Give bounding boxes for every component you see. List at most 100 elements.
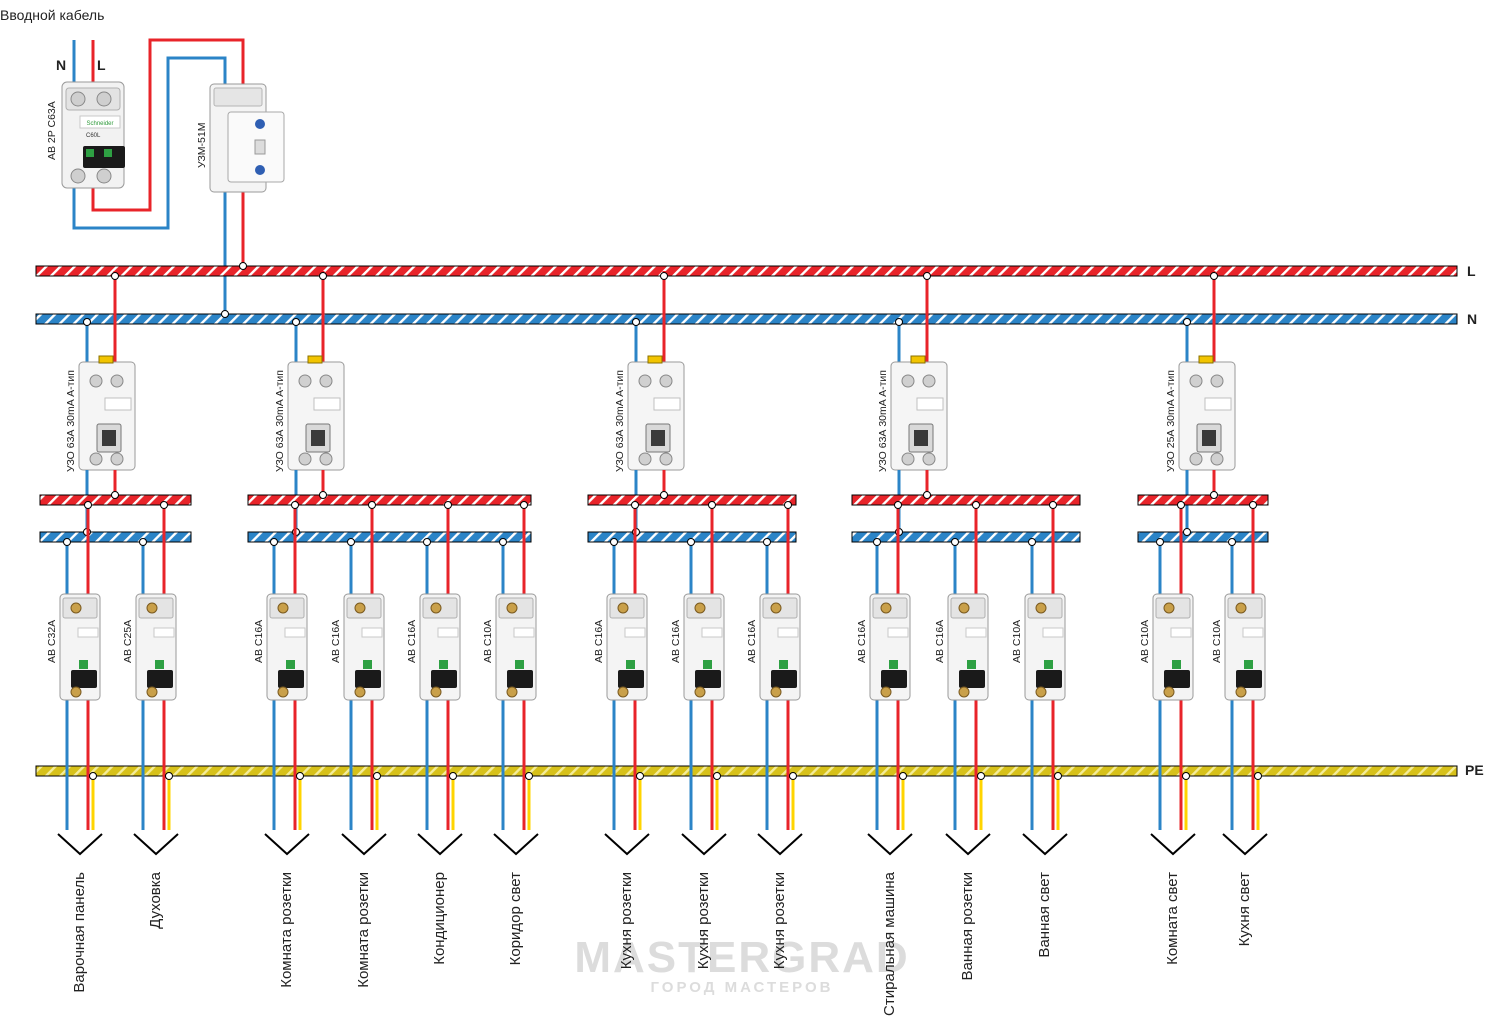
breaker-indicator xyxy=(779,660,788,669)
terminal-screw-icon xyxy=(1163,686,1175,698)
breaker-indicator xyxy=(967,660,976,669)
junction-dot xyxy=(160,501,168,509)
junction-dot xyxy=(139,538,147,546)
terminal-screw-icon xyxy=(770,686,782,698)
junction-dot xyxy=(1183,528,1191,536)
main-breaker-brand: Schneider xyxy=(86,121,113,127)
breaker-nameplate xyxy=(1170,627,1192,638)
group-n-bus xyxy=(1137,531,1269,543)
breaker-device xyxy=(135,593,177,701)
output-arrow-icon xyxy=(341,833,387,856)
rcd-body xyxy=(627,361,685,471)
terminal-screw-icon xyxy=(110,452,124,466)
terminal-screw-icon xyxy=(430,602,442,614)
group-l-bus xyxy=(587,494,797,506)
terminal-screw-icon xyxy=(277,602,289,614)
l-bus-label: L xyxy=(1467,263,1476,279)
breaker-indicator xyxy=(515,660,524,669)
breaker-device xyxy=(266,593,308,701)
rcd-nameplate xyxy=(1204,397,1232,411)
junction-dot xyxy=(636,772,644,780)
load-label: Духовка xyxy=(147,871,164,929)
breaker-indicator xyxy=(79,660,88,669)
terminal-screw-icon xyxy=(89,374,103,388)
junction-dot xyxy=(1254,772,1262,780)
junction-dot xyxy=(660,491,668,499)
terminal-screw-icon xyxy=(922,374,936,388)
junction-dot xyxy=(499,538,507,546)
junction-dot xyxy=(610,538,618,546)
breaker-toggle xyxy=(618,670,644,688)
load-label: Ванная свет xyxy=(1036,872,1053,958)
breaker-label: АВ C16A xyxy=(856,620,868,663)
terminal-screw-icon xyxy=(70,602,82,614)
junction-dot xyxy=(1210,272,1218,280)
rcd-label: УЗО 25А 30mA А-тип xyxy=(1165,370,1177,472)
terminal-screw-icon xyxy=(430,686,442,698)
group-l-bus xyxy=(851,494,1081,506)
load-label: Варочная панель xyxy=(71,872,88,993)
junction-dot xyxy=(784,501,792,509)
junction-dot xyxy=(1028,538,1036,546)
junction-dot xyxy=(319,272,327,280)
junction-dot xyxy=(894,501,902,509)
main-breaker-model: C60L xyxy=(86,133,101,139)
load-label: Коридор свет xyxy=(507,872,524,966)
breaker-toggle xyxy=(1236,670,1262,688)
breaker-nameplate xyxy=(701,627,723,638)
breaker-label: АВ C16A xyxy=(330,620,342,663)
breaker-indicator xyxy=(155,660,164,669)
terminal-screw-icon xyxy=(694,602,706,614)
breaker-label: АВ C10A xyxy=(1011,620,1023,663)
main-breaker-label: АВ 2P C63A xyxy=(46,101,58,160)
breaker-indicator xyxy=(626,660,635,669)
breaker-nameplate xyxy=(437,627,459,638)
junction-dot xyxy=(895,318,903,326)
junction-dot xyxy=(660,272,668,280)
terminal-screw-icon xyxy=(922,452,936,466)
breaker-label: АВ C10A xyxy=(482,620,494,663)
junction-dot xyxy=(763,538,771,546)
breaker-label: АВ C16A xyxy=(253,620,265,663)
breaker-nameplate xyxy=(361,627,383,638)
breaker-nameplate xyxy=(777,627,799,638)
terminal-screw-icon xyxy=(277,686,289,698)
pe-bus xyxy=(35,765,1458,777)
group-l-bus xyxy=(1137,494,1269,506)
terminal-screw-icon xyxy=(958,602,970,614)
terminal-screw-icon xyxy=(354,686,366,698)
rcd-lever xyxy=(1202,430,1216,446)
terminal-screw-icon xyxy=(1210,452,1224,466)
breaker-device xyxy=(1024,593,1066,701)
rcd-test-clip xyxy=(1198,355,1214,364)
group-n-bus xyxy=(39,531,192,543)
junction-dot xyxy=(84,501,92,509)
breaker-toggle xyxy=(1036,670,1062,688)
junction-dot xyxy=(899,772,907,780)
breaker-toggle xyxy=(147,670,173,688)
terminal-screw-icon xyxy=(298,452,312,466)
rcd-label: УЗО 63А 30mA А-тип xyxy=(614,370,626,472)
rcd-body xyxy=(890,361,948,471)
breaker-toggle xyxy=(695,670,721,688)
voltage-relay-label: УЗМ-51М xyxy=(196,123,208,168)
breaker-circuit: АВ C10A Коридор свет xyxy=(482,501,539,966)
breaker-nameplate xyxy=(513,627,535,638)
junction-dot xyxy=(270,538,278,546)
junction-dot xyxy=(165,772,173,780)
breaker-indicator xyxy=(889,660,898,669)
rcd-lever xyxy=(651,430,665,446)
input-l-label: L xyxy=(97,57,106,73)
junction-dot xyxy=(631,501,639,509)
breaker-device xyxy=(683,593,725,701)
breaker-circuit: АВ C10A Ванная свет xyxy=(1011,501,1068,958)
breaker-nameplate xyxy=(1242,627,1264,638)
terminal-screw-icon xyxy=(901,374,915,388)
